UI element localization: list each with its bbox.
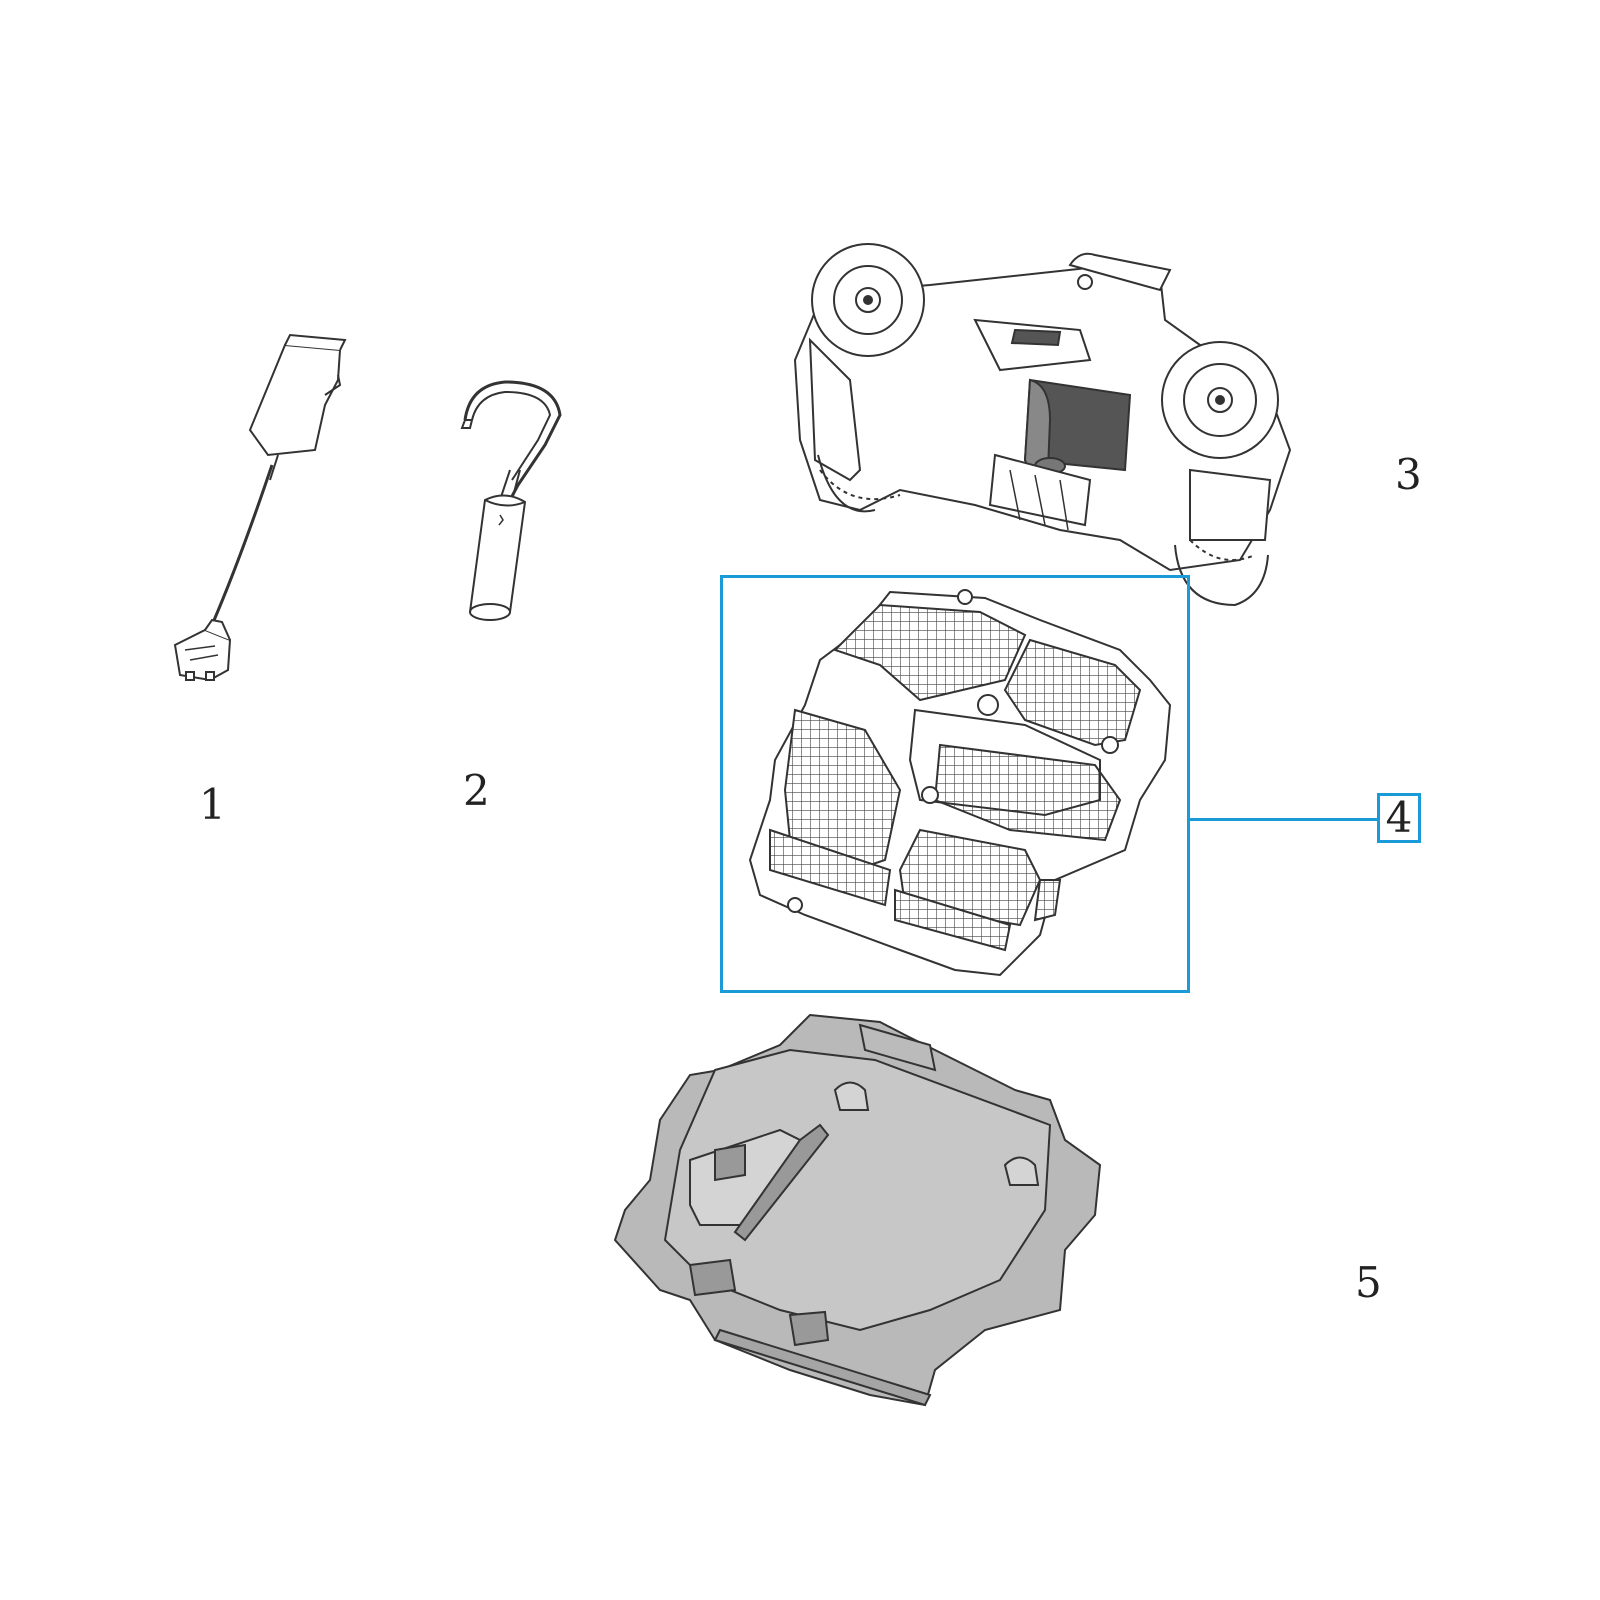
callout-leader-line (1190, 818, 1377, 821)
power-adapter-icon (173, 333, 347, 682)
filter-tray-icon (613, 1013, 1102, 1407)
part-number-1: 1 (199, 780, 226, 829)
filter-basket-icon (748, 589, 1172, 977)
part-number-5: 5 (1355, 1258, 1382, 1307)
part-number-4-selected[interactable]: 4 (1377, 793, 1421, 843)
part-number-2: 2 (463, 766, 490, 815)
selected-part-highlight[interactable] (720, 575, 1190, 993)
part-number-3: 3 (1395, 450, 1422, 499)
pool-robot-icon (793, 243, 1292, 607)
hook-handle-icon (460, 380, 562, 621)
